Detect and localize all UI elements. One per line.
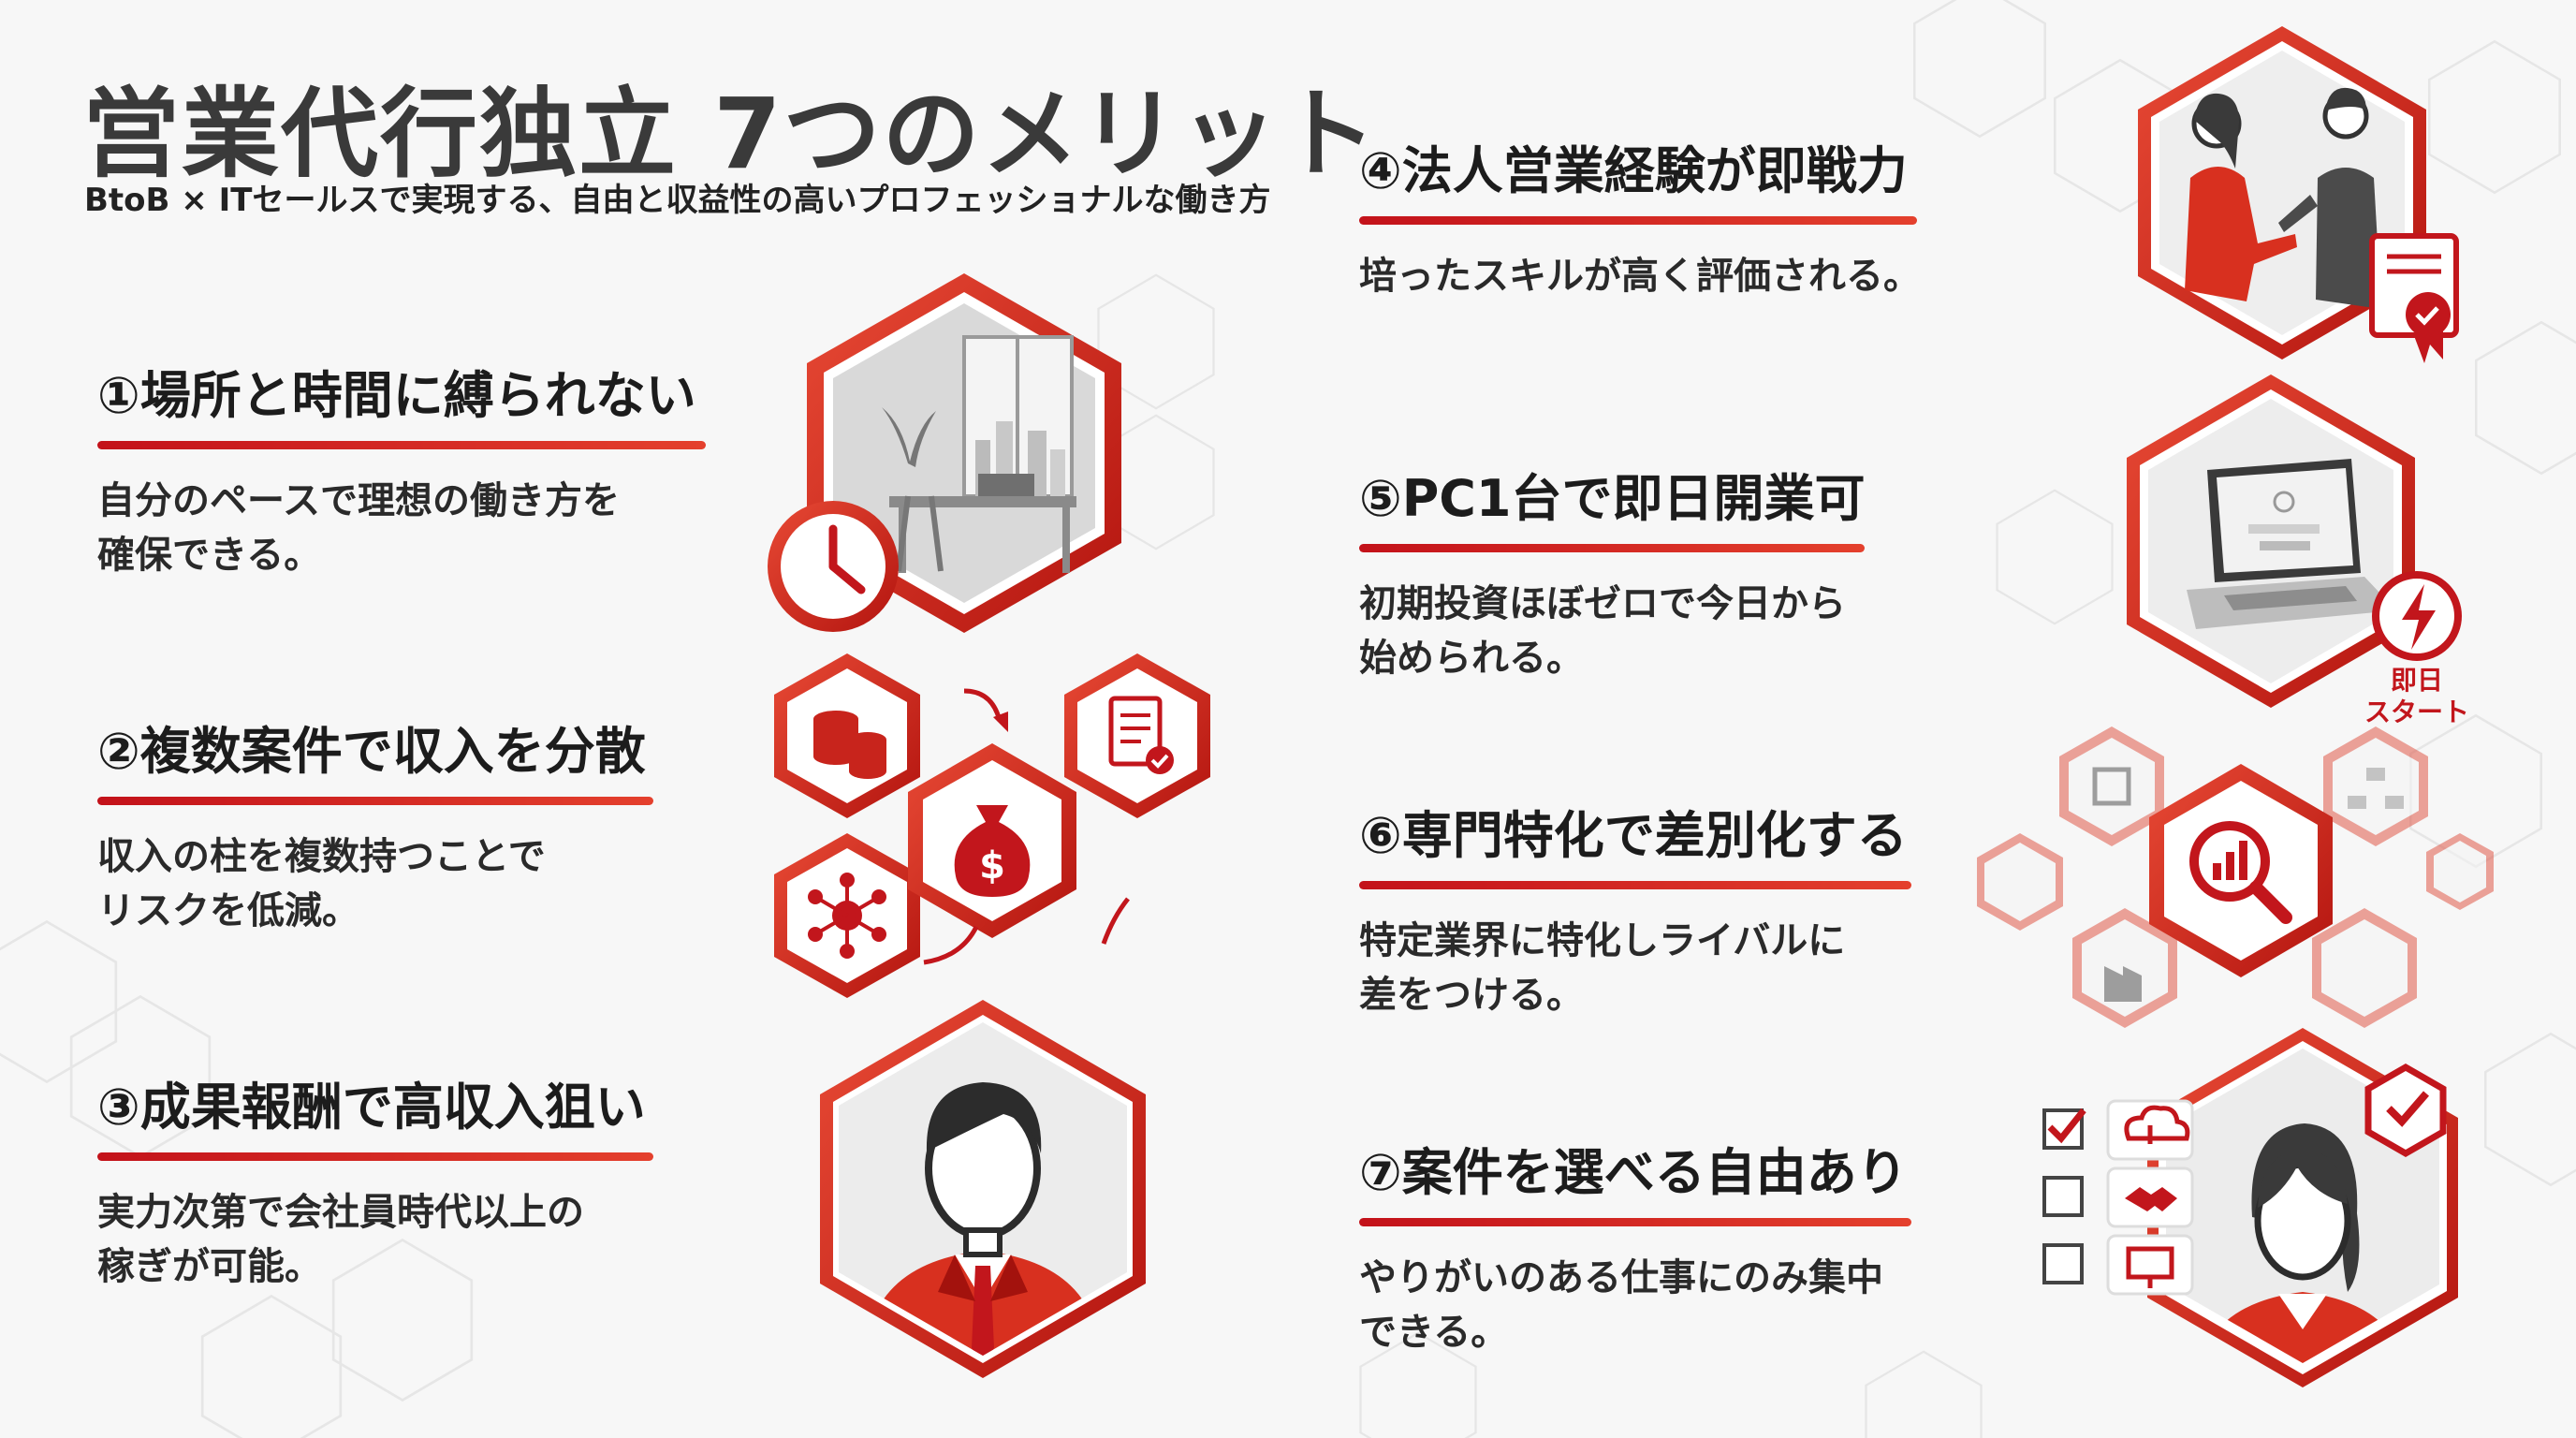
start-badge-label-1: 即日	[2391, 665, 2443, 696]
title-underline	[1359, 544, 1865, 552]
start-badge-label-2: スタート	[2364, 697, 2469, 727]
title-underline	[1359, 881, 1911, 889]
merit-description: やりがいのある仕事にのみ集中できる。	[1359, 1256, 1883, 1354]
merit-item-5: ⑤PC1台で即日開業可 初期投資ほぼゼロで今日から始められる。	[1359, 457, 1866, 685]
merit-description: 実力次第で会社員時代以上の稼ぎが可能。	[97, 1191, 584, 1288]
title-underline	[1359, 1218, 1911, 1226]
merit-title: ⑥専門特化で差別化する	[1359, 806, 1908, 865]
money-bag-icon: $	[774, 653, 1210, 998]
merit-title: ③成果報酬で高収入狙い	[97, 1078, 646, 1137]
merit-description: 特定業界に特化しライバルに差をつける。	[1359, 919, 1846, 1017]
magnifier-chart-icon	[1977, 726, 2494, 1028]
page-subtitle: BtoB × ITセールスで実現する、自由と収益性の高いプロフェッショナルな働き…	[84, 182, 1271, 219]
title-underline	[97, 441, 706, 449]
merit-title: ①場所と時間に縛られない	[97, 366, 696, 425]
title-underline	[97, 1152, 653, 1161]
merit-item-6: ⑥専門特化で差別化する 特定業界に特化しライバルに差をつける。	[1359, 794, 1911, 1022]
merit-title: ⑤PC1台で即日開業可	[1359, 469, 1866, 528]
merit-description: 収入の柱を複数持つことでリスクを低減。	[97, 835, 546, 932]
handshake-icon	[2138, 26, 2459, 363]
laptop-icon: 即日 スタート	[2127, 374, 2469, 727]
svg-text:$: $	[979, 844, 1005, 888]
merit-item-7: ⑦案件を選べる自由あり やりがいのある仕事にのみ集中できる。	[1359, 1131, 1911, 1359]
merit-description: 自分のペースで理想の働き方を確保できる。	[97, 479, 620, 577]
merit-description: 培ったスキルが高く評価される。	[1359, 255, 1921, 298]
title-underline	[97, 797, 653, 805]
merit-item-3: ③成果報酬で高収入狙い 実力次第で会社員時代以上の稼ぎが可能。	[97, 1065, 653, 1294]
merit-item-4: ④法人営業経験が即戦力 培ったスキルが高く評価される。	[1359, 129, 1921, 303]
merit-title: ⑦案件を選べる自由あり	[1359, 1143, 1908, 1202]
businessman-icon	[820, 1000, 1146, 1378]
merit-item-2: ②複数案件で収入を分散 収入の柱を複数持つことでリスクを低減。	[97, 710, 653, 938]
page-title: 営業代行独立 7つのメリット	[82, 77, 1379, 191]
merit-item-1: ①場所と時間に縛られない 自分のペースで理想の働き方を確保できる。	[97, 354, 706, 582]
merit-title: ②複数案件で収入を分散	[97, 722, 646, 781]
office-clock-icon	[768, 273, 1121, 633]
title-underline	[1359, 216, 1917, 225]
merit-title: ④法人営業経験が即戦力	[1359, 141, 1908, 200]
businesswoman-icon	[2042, 1028, 2458, 1387]
merit-description: 初期投資ほぼゼロで今日から始められる。	[1359, 582, 1846, 680]
